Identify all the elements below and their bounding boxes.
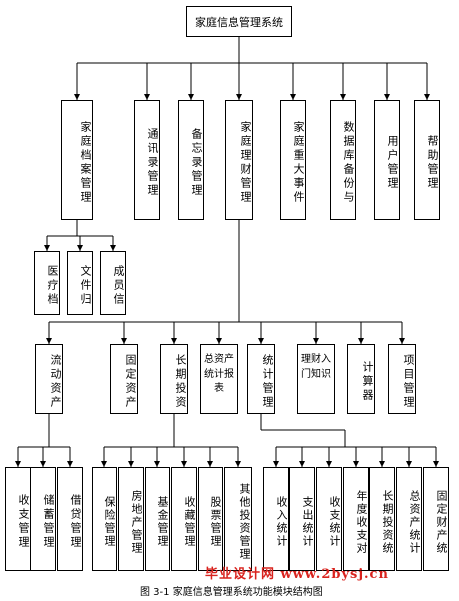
- node-income-stats: 收入统计: [263, 467, 289, 571]
- node-stocks: 股票管理: [198, 467, 223, 571]
- node-loans: 借贷管理: [57, 467, 83, 571]
- node-memo: 备忘录管理: [178, 100, 204, 220]
- node-real-estate: 房地产管理: [118, 467, 144, 571]
- node-liquid-assets: 流动资产: [35, 344, 63, 414]
- node-finance: 家庭理财管理: [225, 100, 253, 220]
- node-total-assets-report: 总资产统计报表: [200, 344, 238, 414]
- node-db-backup: 数据库备份与: [330, 100, 356, 220]
- node-calculator: 计算器: [347, 344, 375, 414]
- node-expense-stats: 支出统计: [289, 467, 315, 571]
- node-balance-stats: 收支统计: [316, 467, 342, 571]
- node-member-info: 成员信: [100, 251, 126, 315]
- node-project-management: 项目管理: [388, 344, 416, 414]
- node-long-term-investment: 长期投资: [160, 344, 188, 414]
- node-collections: 收藏管理: [171, 467, 197, 571]
- node-fixed-assets: 固定资产: [110, 344, 138, 414]
- root-node: 家庭信息管理系统: [186, 6, 292, 37]
- node-fixed-property-stats: 固定财产统: [423, 467, 449, 571]
- node-help: 帮助管理: [414, 100, 440, 220]
- node-user-management: 用户管理: [374, 100, 400, 220]
- node-insurance: 保险管理: [92, 467, 117, 571]
- watermark: 毕业设计网 www.2bysj.cn: [205, 567, 389, 582]
- node-family-archive: 家庭档案管理: [61, 100, 93, 220]
- node-investment-stats: 长期投资统: [369, 467, 395, 571]
- node-other-investments: 其他投资管理: [224, 467, 252, 571]
- node-statistics: 统计管理: [247, 344, 275, 414]
- node-medical-records: 医疗档: [34, 251, 60, 315]
- node-income-expense: 收支管理: [5, 467, 31, 571]
- node-annual-comparison: 年度收支对: [343, 467, 369, 571]
- node-address-book: 通讯录管理: [134, 100, 160, 220]
- node-major-events: 家庭重大事件: [280, 100, 306, 220]
- node-funds: 基金管理: [145, 467, 170, 571]
- node-finance-intro: 理财入门知识: [297, 344, 335, 414]
- node-file-archive: 文件归: [67, 251, 93, 315]
- node-total-assets-stats: 总资产统计: [396, 467, 422, 571]
- node-savings: 储蓄管理: [30, 467, 56, 571]
- figure-caption: 图 3-1 家庭信息管理系统功能模块结构图: [140, 587, 323, 598]
